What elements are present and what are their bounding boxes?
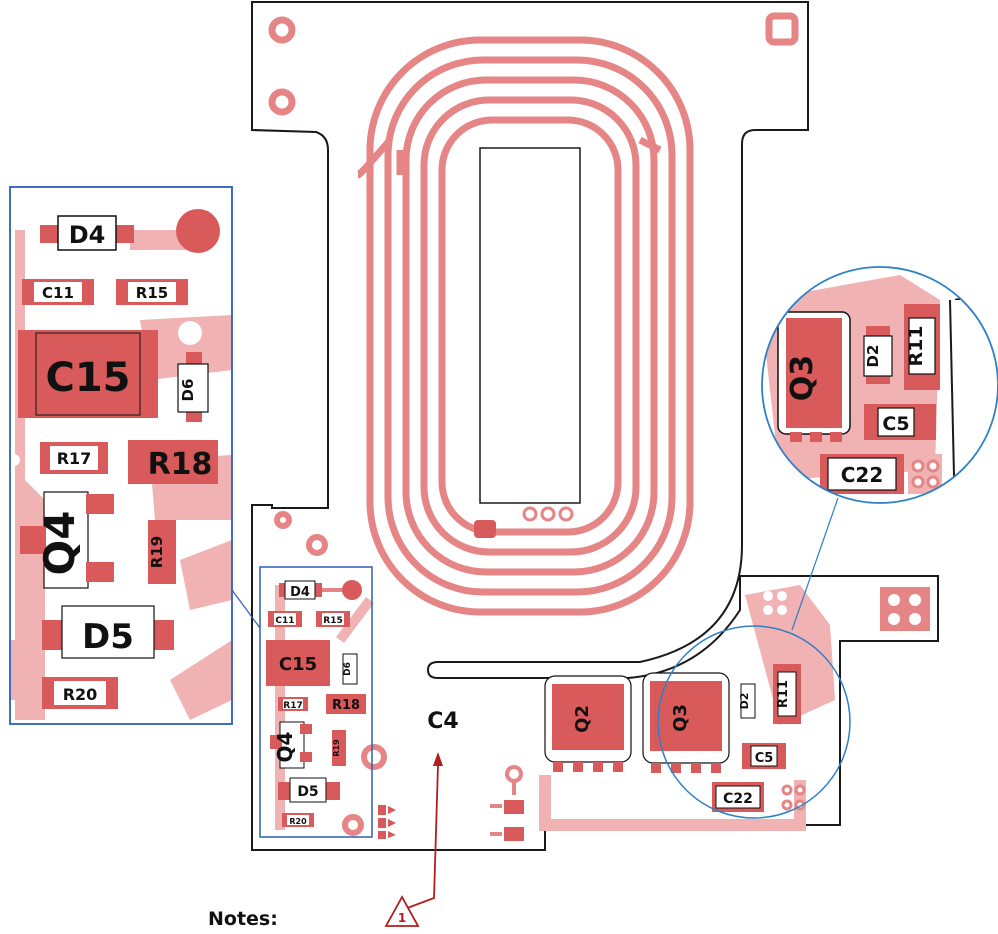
component-group-left: D4 C11 R15 C15 D6 R17 R18 Q4 R19 D5 R20 bbox=[266, 580, 366, 827]
zoom-r11-label: R11 bbox=[905, 325, 927, 366]
q2-label: Q2 bbox=[572, 705, 593, 733]
zoom-detail-right: Q3 D2 R11 C5 C22 bbox=[762, 267, 998, 503]
zoom-d4-label: D4 bbox=[69, 221, 106, 249]
d5-label: D5 bbox=[297, 784, 318, 800]
zoom-frame-right bbox=[761, 266, 998, 504]
zoom-r18-label: R18 bbox=[148, 447, 213, 482]
planar-coil bbox=[366, 36, 694, 616]
zoom-q4-label: Q4 bbox=[35, 511, 84, 576]
zoom-r20-label: R20 bbox=[63, 685, 98, 704]
c4-label: C4 bbox=[427, 709, 458, 734]
detail-circle-right-small bbox=[657, 625, 851, 819]
note-marker-triangle bbox=[384, 895, 420, 927]
zoom-c11-label: C11 bbox=[42, 284, 74, 302]
note-marker-number: 1 bbox=[398, 911, 406, 925]
zoom-q3-label: Q3 bbox=[785, 355, 820, 401]
zoom-r19-label: R19 bbox=[148, 536, 166, 568]
zoom-d2-label: D2 bbox=[864, 345, 882, 368]
c5-label: C5 bbox=[755, 751, 774, 766]
c11-label: C11 bbox=[275, 616, 294, 626]
leader-arrowhead bbox=[433, 752, 443, 766]
zoom-frame-left bbox=[9, 186, 233, 725]
zoom-c5-label: C5 bbox=[882, 413, 909, 435]
annotation-leader bbox=[401, 764, 439, 911]
zoom-detail-left: D4 C11 R15 C15 D6 R17 R18 Q4 R19 D5 bbox=[10, 187, 232, 724]
d2-label: D2 bbox=[738, 693, 751, 710]
mounting-holes bbox=[268, 16, 296, 116]
ic-vias bbox=[522, 506, 574, 522]
left-board-vias bbox=[274, 511, 387, 836]
zoom-c22-label: C22 bbox=[841, 463, 884, 487]
d4-label: D4 bbox=[290, 585, 310, 600]
r11-label: R11 bbox=[776, 680, 791, 708]
c15-label: C15 bbox=[279, 654, 317, 675]
coil-tail-traces bbox=[356, 136, 662, 179]
c22-label: C22 bbox=[723, 791, 753, 807]
coil-start-pad bbox=[474, 520, 496, 538]
callout-leader-left bbox=[231, 589, 261, 629]
zoom-d5-label: D5 bbox=[82, 617, 134, 657]
detail-box-left-small bbox=[259, 566, 373, 838]
r18-label: R18 bbox=[332, 698, 360, 713]
zoom-d6-label: D6 bbox=[179, 379, 197, 402]
r20-label: R20 bbox=[289, 817, 307, 826]
ic-footprint bbox=[479, 147, 581, 504]
zoom-r15-label: R15 bbox=[136, 284, 168, 302]
q4-label: Q4 bbox=[273, 732, 297, 763]
q3-label: Q3 bbox=[670, 704, 691, 732]
zoom-c15-label: C15 bbox=[45, 355, 130, 401]
r17-label: R17 bbox=[283, 701, 302, 711]
connector-left bbox=[378, 805, 396, 839]
d6-label: D6 bbox=[343, 662, 353, 676]
connector-center bbox=[490, 765, 524, 841]
zoom-r17-label: R17 bbox=[57, 449, 92, 468]
callout-leader-right bbox=[791, 497, 839, 631]
r15-label: R15 bbox=[323, 616, 342, 626]
notes-heading: Notes: bbox=[208, 908, 278, 930]
r19-label: R19 bbox=[332, 739, 341, 757]
square-mounting-pad bbox=[765, 12, 799, 46]
